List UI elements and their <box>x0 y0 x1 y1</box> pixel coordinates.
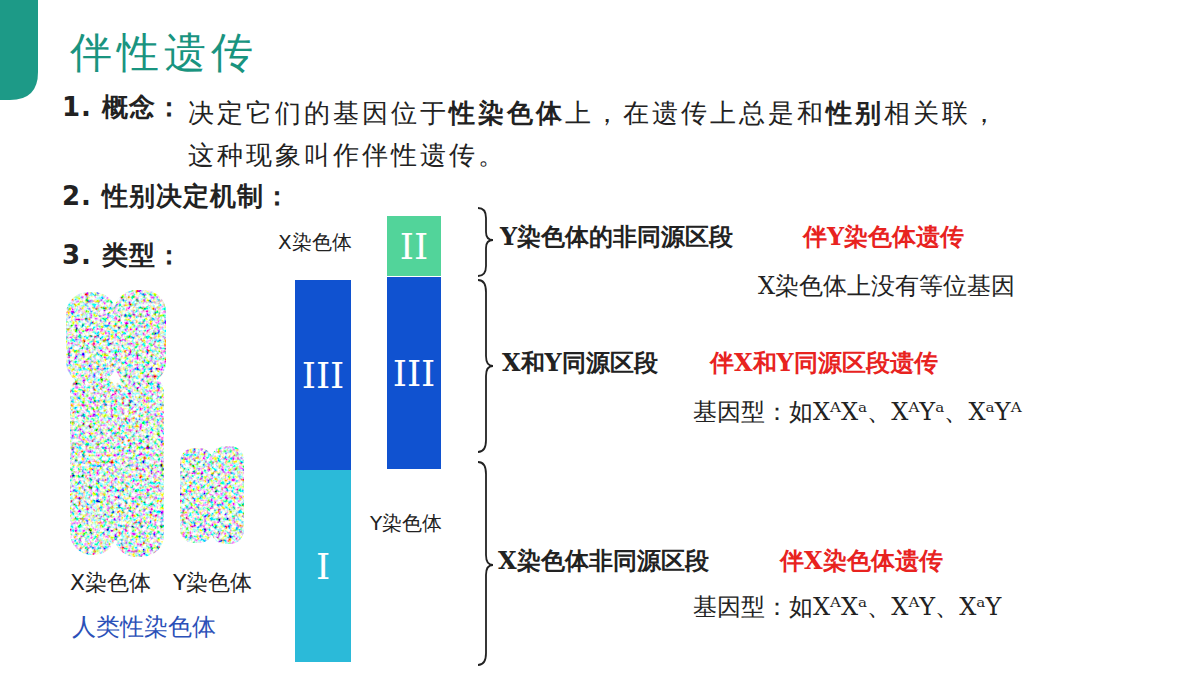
x-nonhomologous-segment: I <box>295 470 351 662</box>
concept-paragraph: 决定它们的基因位于性染色体上，在遗传上总是和性别相关联，这种现象叫作伴性遗传。 <box>188 92 1018 176</box>
genotype-example: 基因型：如XᴬXᵃ、XᴬYᵃ、XᵃYᴬ <box>693 398 1022 427</box>
genotype-example: 基因型：如XᴬXᵃ、XᴬY、XᵃY <box>693 593 1001 622</box>
section-heading: 3. 类型： <box>62 240 183 271</box>
picture-label: Y染色体 <box>173 570 252 596</box>
inheritance-type: 伴X染色体遗传 <box>780 547 943 576</box>
x-chromosome-picture <box>66 290 166 557</box>
y-chromosome-picture <box>180 446 244 544</box>
chromosome-label: Y染色体 <box>370 511 442 535</box>
title-tab <box>0 0 38 100</box>
x-homologous-segment: III <box>295 280 351 470</box>
y-homologous-segment: III <box>387 277 441 469</box>
roman-numeral: II <box>400 226 428 267</box>
slide-title: 伴性遗传 <box>70 28 258 78</box>
key-term: 性别 <box>826 98 884 128</box>
y-nonhomologous-segment: II <box>387 216 441 276</box>
curly-brace <box>478 208 493 665</box>
picture-caption: 人类性染色体 <box>72 613 216 642</box>
picture-label: X染色体 <box>70 570 151 596</box>
key-term: 性染色体 <box>449 98 565 128</box>
chromosome-label: X染色体 <box>278 230 352 254</box>
segment-name: Y染色体的非同源区段 <box>500 223 733 252</box>
inheritance-type: 伴X和Y同源区段遗传 <box>710 349 938 378</box>
roman-numeral: I <box>316 546 330 587</box>
roman-numeral: III <box>302 355 345 396</box>
segment-name: X染色体非同源区段 <box>498 547 709 576</box>
inheritance-type: 伴Y染色体遗传 <box>803 223 964 252</box>
note: X染色体上没有等位基因 <box>758 272 1015 301</box>
concept-text: 决定它们的基因位于 <box>188 98 449 128</box>
concept-text: 上，在遗传上总是和 <box>565 98 826 128</box>
roman-numeral: III <box>393 353 436 394</box>
segment-name: X和Y同源区段 <box>502 349 658 378</box>
section-heading: 1. 概念： <box>62 92 183 123</box>
section-heading: 2. 性别决定机制： <box>62 181 291 212</box>
